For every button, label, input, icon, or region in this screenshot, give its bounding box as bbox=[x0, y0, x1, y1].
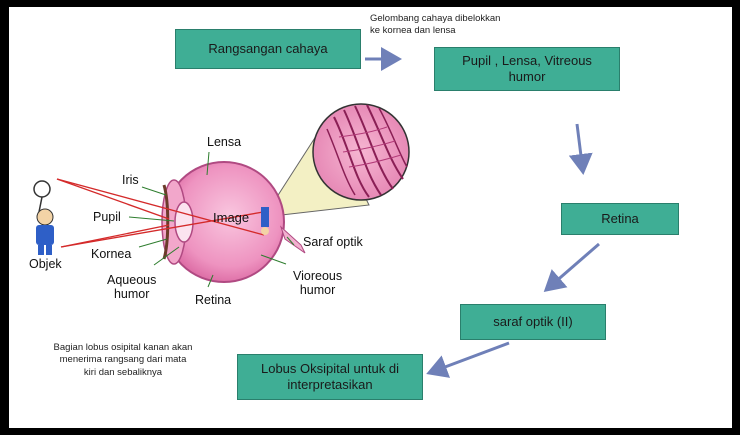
box-retina: Retina bbox=[561, 203, 679, 235]
retina-image-figure bbox=[261, 207, 269, 235]
label-aqueous-humor: Aqueous humor bbox=[107, 273, 156, 302]
box-rangsangan-cahaya: Rangsangan cahaya bbox=[175, 29, 361, 69]
label-aqueous-line1: Aqueous bbox=[107, 273, 157, 287]
note-bagian-line3: kiri dan sebaliknya bbox=[83, 366, 163, 378]
label-aqueous-line2: humor bbox=[113, 287, 150, 302]
box-saraf-label: saraf optik (II) bbox=[493, 313, 573, 329]
label-pupil: Pupil bbox=[93, 210, 121, 224]
retina-zoom-detail bbox=[312, 103, 410, 201]
label-image: Image bbox=[213, 210, 250, 225]
note-bagian-line1: Bagian lobus osipital kanan akan bbox=[53, 342, 193, 353]
label-vioreous-humor: Vioreous humor bbox=[293, 269, 342, 298]
note-gelombang: Gelombang cahaya dibelokkan ke kornea da… bbox=[370, 13, 560, 38]
label-lensa: Lensa bbox=[207, 135, 242, 149]
arrow-pupil-to-retina bbox=[568, 123, 593, 175]
label-saraf-optik: Saraf optik bbox=[303, 235, 363, 249]
arrow-retina-to-saraf bbox=[543, 242, 600, 292]
label-vioreous-line2: humor bbox=[299, 283, 336, 298]
box-pupil-line2: humor bbox=[508, 69, 546, 84]
diagram-canvas: Rangsangan cahaya Gelombang cahaya dibel… bbox=[9, 7, 732, 428]
label-vioreous-line1: Vioreous bbox=[293, 269, 343, 283]
label-objek: Objek bbox=[29, 257, 62, 271]
label-retina: Retina bbox=[195, 293, 232, 307]
box-lobus-line1: Lobus Oksipital untuk di bbox=[260, 360, 400, 376]
note-gelombang-line2: ke kornea dan lensa bbox=[370, 25, 456, 37]
object-figure bbox=[33, 180, 54, 255]
box-lobus-oksipital: Lobus Oksipital untuk di interpretasikan bbox=[237, 354, 423, 400]
box-pupil-lensa-vitreous: Pupil , Lensa, Vitreous humor bbox=[434, 47, 620, 91]
box-lobus-line2: interpretasikan bbox=[287, 377, 373, 392]
box-retina-label: Retina bbox=[601, 210, 639, 226]
label-kornea: Kornea bbox=[91, 247, 132, 261]
box-saraf-optik: saraf optik (II) bbox=[460, 304, 606, 340]
diagram-graphics bbox=[33, 47, 600, 378]
note-bagian-lobus: Bagian lobus osipital kanan akan menerim… bbox=[33, 342, 213, 379]
label-iris: Iris bbox=[122, 173, 139, 187]
box-pupil-line1: Pupil , Lensa, Vitreous bbox=[462, 52, 592, 68]
arrow-saraf-to-lobus bbox=[426, 341, 510, 378]
note-gelombang-line1: Gelombang cahaya dibelokkan bbox=[370, 13, 501, 24]
box-rangsangan-label: Rangsangan cahaya bbox=[208, 40, 328, 56]
note-bagian-line2: menerima rangsang dari mata bbox=[59, 354, 187, 366]
